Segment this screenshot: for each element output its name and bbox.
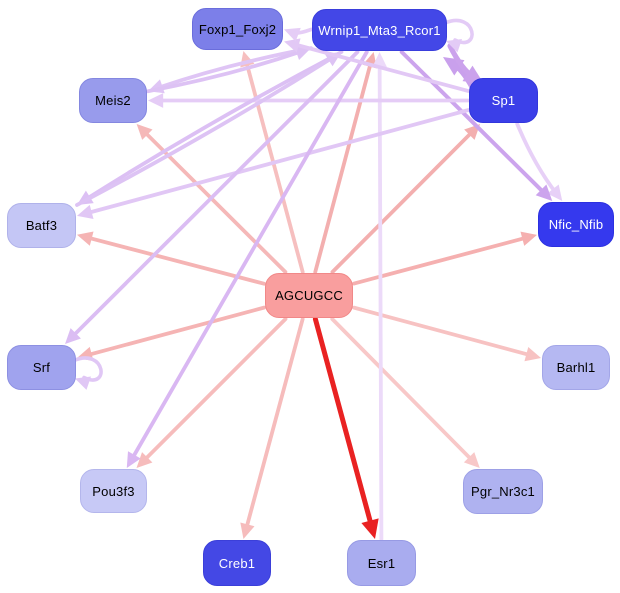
edge-agcugcc-pou3f3-arrowhead: [136, 452, 153, 468]
edge-esr1-wrnip1-arrowhead: [372, 52, 387, 68]
edge-sp1-foxp1-arrowhead: [284, 38, 301, 53]
edge-agcugcc-esr1: [312, 316, 375, 531]
edge-meis2-wrnip1: [146, 49, 305, 94]
node-barhl1[interactable]: Barhl1: [542, 345, 610, 390]
edge-wrnip1-nfic: [399, 50, 548, 197]
edge-agcugcc-wrnip1: [313, 58, 374, 274]
node-pgr-nr3c1[interactable]: Pgr_Nr3c1: [463, 469, 543, 514]
edge-agcugcc-srf: [83, 305, 266, 358]
edge-agcugcc-creb1: [243, 317, 305, 533]
edge-agcugcc-nfic: [352, 235, 531, 286]
edge-batf3-wrnip1: [75, 54, 336, 207]
edge-sp1-batf3: [83, 108, 470, 216]
edge-wrnip1-self-loop: [443, 18, 474, 45]
edge-sp1-foxp1: [290, 41, 470, 93]
edge-wrnip1-srf: [69, 50, 360, 340]
edge-agcugcc-nfic-arrowhead: [520, 231, 537, 246]
edge-sp1-batf3-arrowhead: [77, 204, 94, 220]
edge-wrnip1-pou3f3-arrowhead: [126, 451, 141, 468]
node-srf[interactable]: Srf: [7, 345, 76, 390]
node-meis2[interactable]: Meis2: [79, 78, 147, 123]
edge-agcugcc-pgr-arrowhead: [463, 452, 480, 468]
node-creb1[interactable]: Creb1: [203, 540, 271, 586]
edge-agcugcc-esr1-arrowhead: [361, 518, 379, 539]
edge-sp1-nfic: [515, 122, 559, 196]
edge-wrnip1-foxp1-arrowhead: [284, 27, 301, 42]
edge-srf-self-loop-arrowhead: [75, 376, 92, 390]
node-agcugcc-motif[interactable]: AGCUGCC: [265, 273, 353, 318]
edge-sp1-nfic-arrowhead: [547, 184, 563, 201]
node-pou3f3[interactable]: Pou3f3: [80, 469, 147, 513]
edge-agcugcc-pgr: [330, 317, 476, 464]
edge-agcugcc-sp1: [330, 128, 476, 274]
edge-agcugcc-creb1-arrowhead: [240, 522, 255, 539]
node-batf3[interactable]: Batf3: [7, 203, 76, 248]
node-sp1[interactable]: Sp1: [469, 78, 538, 123]
edge-agcugcc-batf3: [83, 235, 266, 286]
edge-sp1-meis2-arrowhead: [148, 93, 164, 108]
edge-agcugcc-barhl1-arrowhead: [524, 347, 541, 362]
edge-agcugcc-meis2-arrowhead: [136, 124, 153, 140]
edge-agcugcc-foxp1: [243, 57, 305, 274]
edge-wrnip1-pou3f3: [129, 50, 369, 463]
edge-wrnip1-batf3: [82, 50, 344, 203]
edge-wrnip1-self-loop-arrowhead: [446, 39, 463, 53]
edge-esr1-wrnip1: [377, 59, 384, 541]
node-wrnip1-mta3-rcor1[interactable]: Wrnip1_Mta3_Rcor1: [312, 9, 447, 51]
edge-srf-self-loop: [72, 356, 103, 382]
node-foxp1-foxj2[interactable]: Foxp1_Foxj2: [192, 8, 283, 50]
edge-wrnip1-srf-arrowhead: [65, 328, 81, 344]
node-nfic-nfib[interactable]: Nfic_Nfib: [538, 202, 614, 247]
edge-agcugcc-batf3-arrowhead: [77, 231, 94, 246]
edge-agcugcc-barhl1: [352, 305, 535, 358]
node-esr1[interactable]: Esr1: [347, 540, 416, 586]
edge-wrnip1-nfic-arrowhead: [535, 184, 553, 201]
edge-wrnip1-meis2: [154, 46, 313, 91]
edge-agcugcc-pou3f3: [141, 317, 288, 464]
